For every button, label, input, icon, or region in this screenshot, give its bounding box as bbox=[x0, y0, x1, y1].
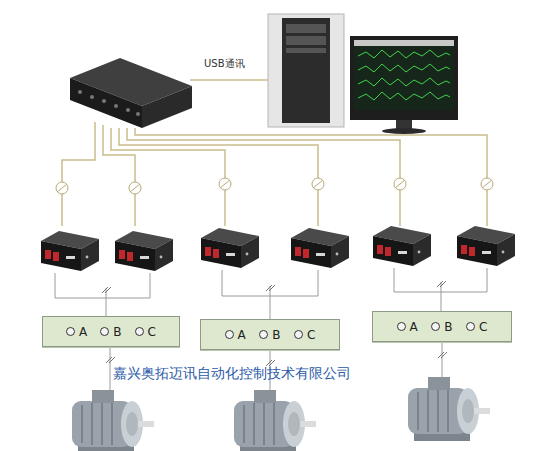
ct-slash bbox=[482, 180, 492, 188]
terminal: A bbox=[225, 328, 246, 342]
pair-wire bbox=[55, 273, 150, 298]
break-mark bbox=[105, 287, 111, 293]
transmitter-device bbox=[201, 228, 259, 268]
terminal: A bbox=[66, 325, 87, 339]
terminal-label: B bbox=[444, 320, 452, 334]
terminal-circle bbox=[466, 322, 475, 331]
break-mark bbox=[106, 357, 112, 363]
monitor-stand bbox=[396, 120, 412, 129]
acquisition-box-front bbox=[70, 78, 142, 128]
waveform bbox=[358, 64, 450, 72]
drive-bay bbox=[286, 36, 326, 45]
pc-front-panel bbox=[282, 18, 330, 123]
waveform bbox=[358, 78, 450, 86]
break-mark bbox=[441, 352, 447, 358]
terminal-circle bbox=[135, 327, 144, 336]
port bbox=[90, 95, 94, 99]
break-mark bbox=[438, 352, 444, 358]
terminal-strip: A B C bbox=[200, 319, 340, 350]
ct-symbol bbox=[219, 178, 231, 190]
break-mark bbox=[109, 357, 115, 363]
drive-bay bbox=[286, 24, 326, 33]
waveform bbox=[358, 92, 450, 100]
terminal-circle bbox=[100, 327, 109, 336]
terminal-circle bbox=[259, 330, 268, 339]
break-mark bbox=[266, 285, 272, 291]
signal-wire bbox=[119, 128, 318, 226]
break-mark bbox=[102, 287, 108, 293]
terminal-label: C bbox=[307, 328, 315, 342]
terminal-label: C bbox=[479, 320, 487, 334]
terminal-circle bbox=[294, 330, 303, 339]
terminal-circle bbox=[225, 330, 234, 339]
motor bbox=[234, 390, 316, 451]
transmitter-device bbox=[373, 226, 431, 266]
terminal-label: A bbox=[238, 328, 246, 342]
terminal: B bbox=[259, 328, 280, 342]
terminal-label: B bbox=[272, 328, 280, 342]
motor-wire bbox=[442, 342, 443, 378]
drive-bay bbox=[286, 48, 326, 53]
terminal: A bbox=[397, 320, 418, 334]
terminal-circle bbox=[431, 322, 440, 331]
break-mark bbox=[437, 281, 443, 287]
terminal: C bbox=[466, 320, 487, 334]
monitor-base bbox=[382, 128, 426, 134]
break-mark bbox=[269, 285, 275, 291]
port bbox=[114, 104, 118, 108]
motor bbox=[72, 390, 154, 451]
terminal-label: C bbox=[148, 325, 156, 339]
ct-slash bbox=[57, 184, 67, 192]
terminal-label: A bbox=[79, 325, 87, 339]
port bbox=[78, 90, 82, 94]
terminal-circle bbox=[397, 322, 406, 331]
ct-slash bbox=[130, 184, 140, 192]
ct-symbol bbox=[312, 178, 324, 190]
usb-wire bbox=[190, 79, 268, 81]
transmitter-device bbox=[457, 226, 515, 266]
terminal-strip: A B C bbox=[42, 316, 180, 347]
motor-wire bbox=[110, 347, 111, 392]
terminal: C bbox=[294, 328, 315, 342]
terminal-label: A bbox=[410, 320, 418, 334]
terminal: B bbox=[431, 320, 452, 334]
terminal-label: B bbox=[113, 325, 121, 339]
ct-symbol bbox=[56, 182, 68, 194]
ct-symbol bbox=[394, 178, 406, 190]
transmitter-device bbox=[115, 231, 173, 271]
acquisition-box-side bbox=[142, 86, 192, 128]
monitor-frame bbox=[350, 36, 458, 120]
ct-slash bbox=[313, 180, 323, 188]
port bbox=[102, 99, 106, 103]
ct-slash bbox=[220, 180, 230, 188]
transmitter-device bbox=[41, 231, 99, 271]
signal-wire bbox=[111, 128, 225, 226]
ct-symbol bbox=[481, 178, 493, 190]
monitor-screen bbox=[354, 40, 454, 110]
ct-symbol bbox=[129, 182, 141, 194]
terminal-strip: A B C bbox=[372, 311, 512, 342]
signal-wire bbox=[135, 128, 487, 226]
ct-slash bbox=[395, 180, 405, 188]
terminal: B bbox=[100, 325, 121, 339]
port bbox=[126, 108, 130, 112]
terminal: C bbox=[135, 325, 156, 339]
screen-toolbar bbox=[354, 40, 454, 46]
signal-wire bbox=[62, 122, 95, 226]
pc-tower bbox=[268, 14, 344, 127]
port bbox=[136, 112, 140, 116]
motor bbox=[408, 377, 490, 441]
watermark: 嘉兴奥拓迈讯自动化控制技术有限公司 bbox=[113, 365, 351, 383]
terminal-circle bbox=[66, 327, 75, 336]
break-mark bbox=[440, 281, 446, 287]
wire-label: USB通讯 bbox=[204, 57, 245, 71]
signal-wire bbox=[127, 128, 400, 226]
transmitter-device bbox=[291, 228, 349, 268]
waveform bbox=[358, 50, 450, 58]
